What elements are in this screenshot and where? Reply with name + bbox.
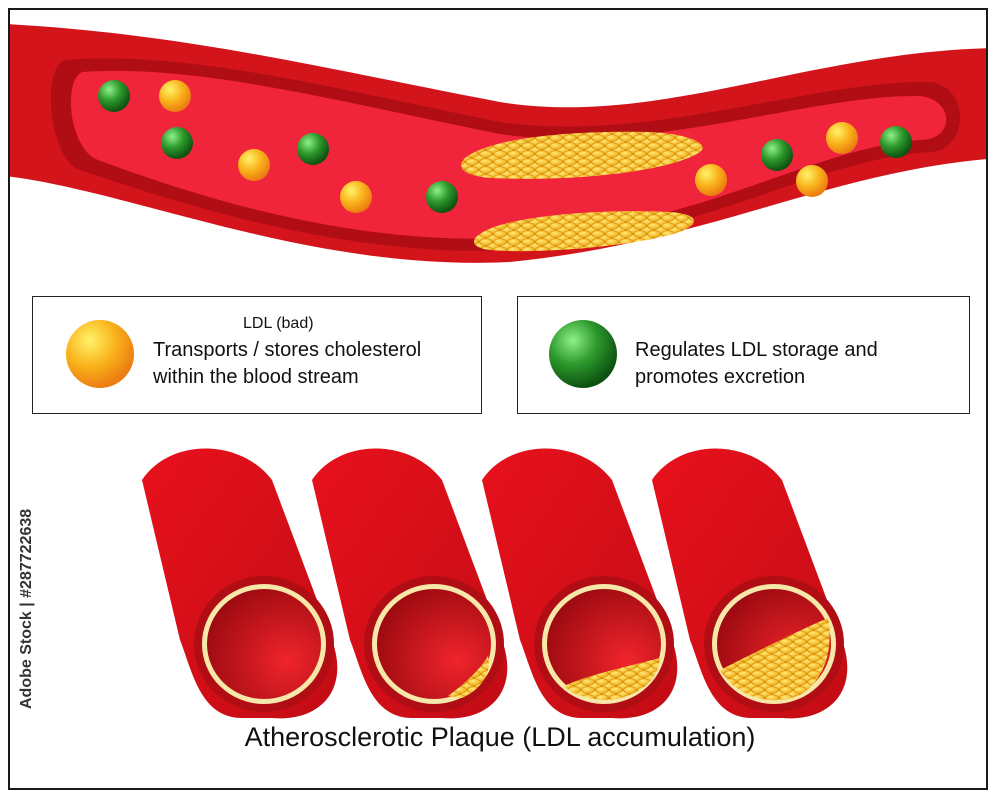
hdl-particle [161, 127, 193, 159]
vessel-cross-section-1 [142, 448, 338, 719]
legend-hdl-line1: Regulates LDL storage and [635, 339, 878, 361]
legend-ldl-description: Transports / stores cholesterol within t… [153, 337, 421, 391]
ldl-particle [695, 164, 727, 196]
legend-ldl-line2: within the blood stream [153, 366, 359, 388]
vessel-cross-section-3 [482, 448, 678, 719]
vessel-cross-section-2 [312, 448, 508, 719]
legend-ldl-title: LDL (bad) [243, 315, 314, 332]
hdl-particle [880, 126, 912, 158]
hdl-particle [761, 139, 793, 171]
legend-hdl-line2: promotes excretion [635, 366, 806, 388]
stock-id-watermark: Adobe Stock | #287722638 [18, 508, 35, 709]
vessel-plaque-bottom [474, 211, 694, 252]
hdl-particle [297, 133, 329, 165]
legend-ldl-line1: Transports / stores cholesterol [153, 339, 422, 361]
hdl-particle [98, 80, 130, 112]
vessel-plaque-top [461, 131, 703, 179]
vessel-cross-section-4 [652, 448, 848, 719]
ldl-particle [796, 165, 828, 197]
diagram-caption: Atherosclerotic Plaque (LDL accumulation… [244, 722, 756, 752]
blood-vessel-illustration [10, 24, 986, 719]
orange-sphere-icon [66, 320, 134, 388]
hdl-particle [426, 181, 458, 213]
legend-hdl-description: Regulates LDL storage and promotes excre… [635, 337, 878, 391]
ldl-particle [238, 149, 270, 181]
ldl-particle [826, 122, 858, 154]
ldl-particle [340, 181, 372, 213]
legend-hdl: Regulates LDL storage and promotes excre… [517, 296, 970, 414]
legend-ldl: LDL (bad) Transports / stores cholestero… [32, 296, 482, 414]
diagram-frame: LDL (bad) Transports / stores cholestero… [8, 8, 988, 790]
ldl-particle [159, 80, 191, 112]
green-sphere-icon [549, 320, 617, 388]
